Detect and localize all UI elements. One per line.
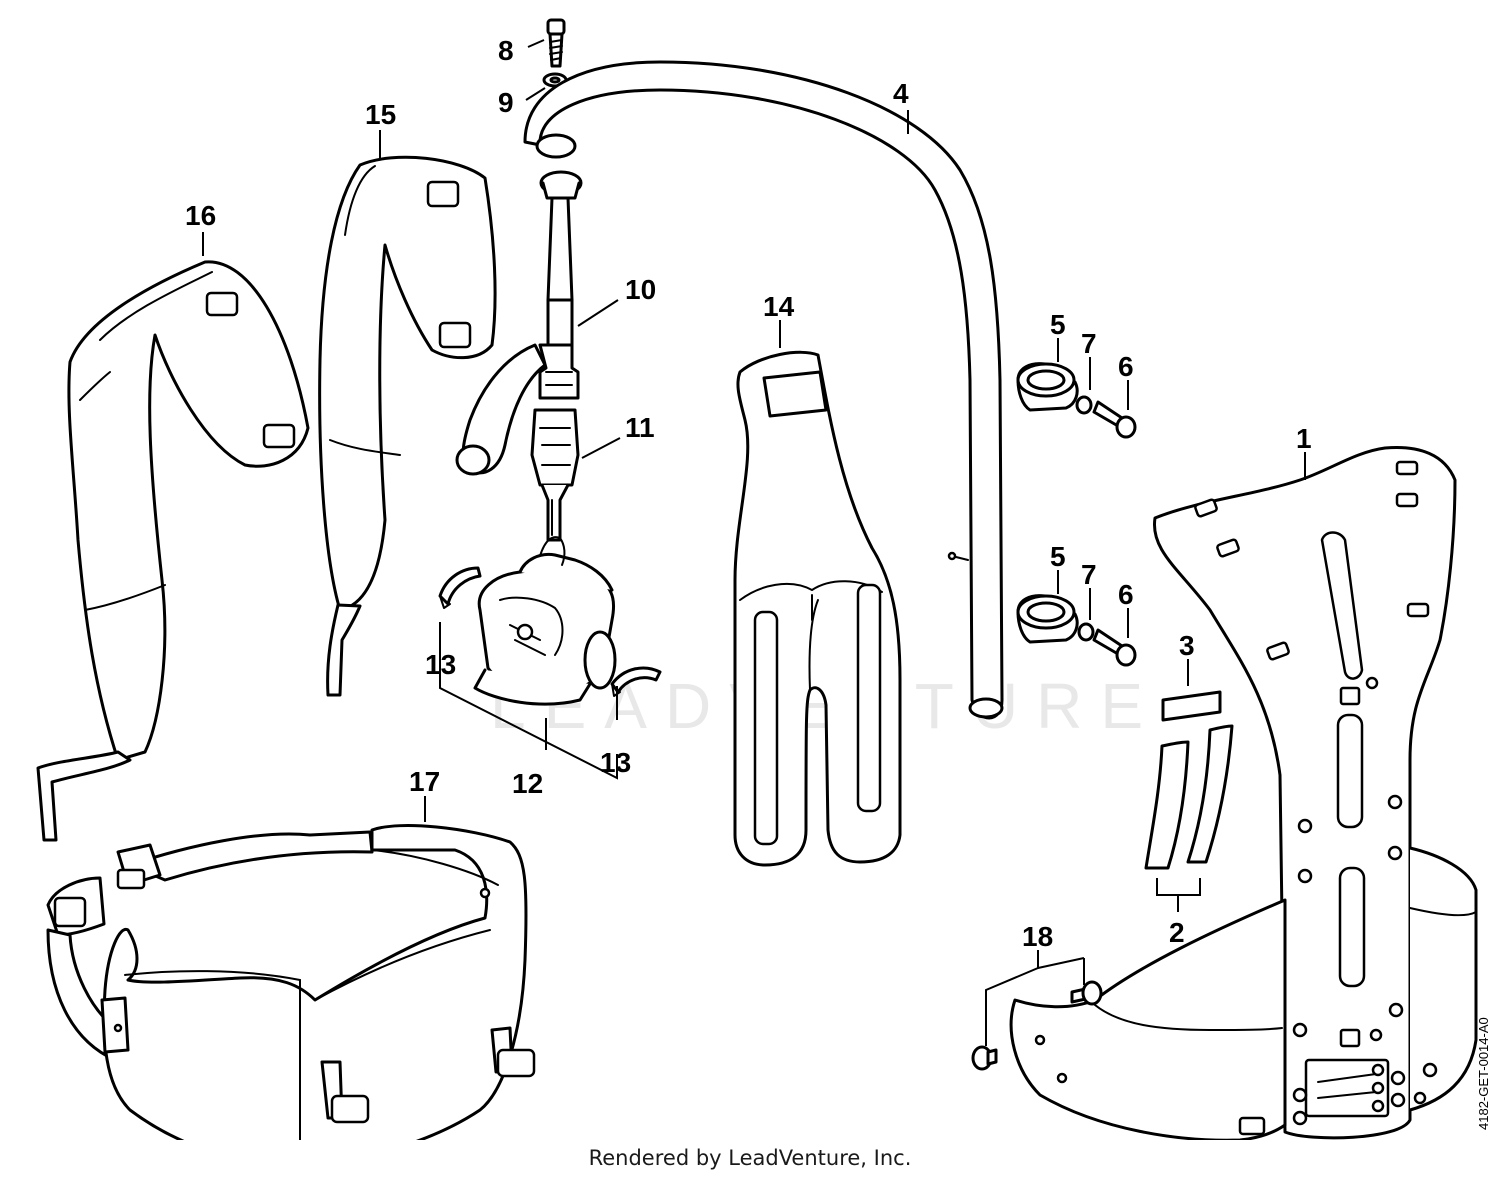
callout-16: 16 — [185, 200, 216, 231]
strap-buckle-slot — [438, 321, 472, 349]
callout-14: 14 — [763, 291, 795, 322]
strap-buckle-slot — [262, 423, 296, 449]
part-15-shoulder-strap — [318, 155, 497, 697]
strap-buckle-slot — [205, 291, 239, 317]
callout-7: 7 — [1081, 559, 1097, 590]
part-14-back-pad — [733, 350, 902, 867]
callout-4: 4 — [893, 78, 909, 109]
callout-1: 1 — [1296, 423, 1312, 454]
part-5-tube-clamp — [1016, 594, 1079, 644]
callout-13: 13 — [600, 747, 631, 778]
part-10-strap-buckle — [455, 170, 583, 476]
callout-13: 13 — [425, 649, 456, 680]
part-3-label — [1161, 690, 1222, 722]
callout-15: 15 — [365, 99, 396, 130]
part-7-washer — [1077, 622, 1095, 642]
part-8-screw — [546, 18, 566, 68]
part-18-screw — [971, 1045, 998, 1071]
part-7-washer — [1075, 395, 1093, 415]
callout-7: 7 — [1081, 328, 1097, 359]
exploded-parts-diagram: LEADVENTURE — [36, 18, 1478, 1140]
callout-9: 9 — [498, 87, 514, 118]
strap-buckle-slot — [426, 180, 460, 208]
part-17-hip-belt — [46, 824, 536, 1140]
part-1-backplate — [1009, 445, 1478, 1140]
callout-18: 18 — [1022, 921, 1053, 952]
callout-labels: 1 2 3 4 5 5 6 6 7 7 8 9 10 11 12 13 13 1… — [185, 35, 1312, 952]
callout-8: 8 — [498, 35, 514, 66]
part-5-tube-clamp — [1016, 362, 1079, 412]
footer-credit: Rendered by LeadVenture, Inc. — [588, 1146, 912, 1170]
part-6-screw — [1092, 628, 1137, 667]
part-4-carrying-tube — [523, 60, 1004, 720]
document-id: 4182-GET-0014-A0 — [1476, 1017, 1491, 1130]
callout-6: 6 — [1118, 579, 1134, 610]
callout-10: 10 — [625, 274, 656, 305]
part-18-screw — [1070, 980, 1103, 1006]
callout-17: 17 — [409, 766, 440, 797]
callout-6: 6 — [1118, 351, 1134, 382]
callout-11: 11 — [625, 412, 655, 443]
part-11-buckle — [530, 408, 580, 542]
part-12-clamp-assembly — [473, 536, 617, 706]
leader-lines — [202, 39, 1306, 1046]
callout-2: 2 — [1169, 917, 1185, 948]
part-16-shoulder-strap — [36, 260, 310, 842]
part-2-velcro-strips — [1144, 724, 1234, 870]
callout-12: 12 — [512, 768, 543, 799]
callout-5: 5 — [1050, 541, 1066, 572]
part-6-screw — [1092, 400, 1137, 439]
callout-3: 3 — [1179, 630, 1195, 661]
part-13-clamp-half — [438, 566, 482, 609]
callout-5: 5 — [1050, 309, 1066, 340]
